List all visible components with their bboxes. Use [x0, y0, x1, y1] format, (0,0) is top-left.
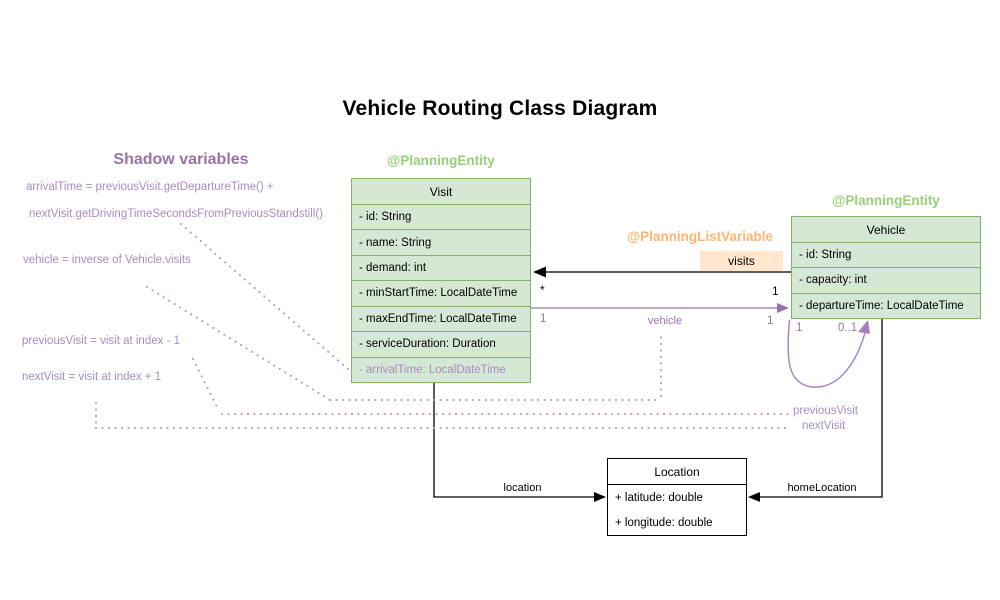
- visit-field-id: - id: String: [352, 204, 530, 229]
- visit-field-demand: - demand: int: [352, 254, 530, 280]
- location-association-line: [433, 383, 595, 498]
- location-field-longitude: + longitude: double: [615, 516, 713, 529]
- vehicle-mult-vehicle-end: 1: [767, 315, 774, 327]
- vehicle-association: [531, 303, 789, 313]
- planning-list-variable-annotation: @PlanningListVariable: [627, 229, 773, 244]
- next-visit-edge-label: nextVisit: [802, 420, 846, 432]
- visit-field-min-start-time: - minStartTime: LocalDateTime: [352, 280, 530, 305]
- home-location-edge-label: homeLocation: [787, 482, 857, 494]
- visits-arrowhead: [533, 266, 546, 278]
- vehicle-field-departure-time: - departureTime: LocalDateTime: [792, 292, 980, 318]
- vehicle-class: Vehicle - id: String - capacity: int - d…: [791, 216, 981, 319]
- location-field-latitude: + latitude: double: [615, 491, 703, 504]
- arrival-time-connector-diagonal: [179, 222, 351, 372]
- location-edge-label: location: [503, 482, 542, 494]
- visit-field-service-duration: - serviceDuration: Duration: [352, 331, 530, 356]
- vehicle-arrowhead: [777, 303, 789, 313]
- home-location-arrowhead: [748, 492, 760, 502]
- vehicle-planning-entity-annotation: @PlanningEntity: [832, 193, 940, 208]
- vehicle-mult-visit-end: 1: [540, 313, 547, 325]
- diagram-title: Vehicle Routing Class Diagram: [342, 97, 658, 120]
- chain-loop-mult-right: 0..1: [838, 322, 858, 334]
- visit-field-arrival-time-shadow: - arrivalTime: LocalDateTime: [352, 356, 530, 382]
- visit-field-name: - name: String: [352, 229, 530, 254]
- chain-self-loop-arrowhead: [858, 320, 870, 334]
- visit-planning-entity-annotation: @PlanningEntity: [387, 153, 495, 168]
- vehicle-field-id: - id: String: [792, 242, 980, 267]
- vehicle-formula: vehicle = inverse of Vehicle.visits: [23, 254, 191, 266]
- location-class: Location + latitude: double + longitude:…: [607, 458, 747, 536]
- previous-visit-formula: previousVisit = visit at index - 1: [22, 335, 180, 347]
- vehicle-field-capacity: - capacity: int: [792, 267, 980, 292]
- arrival-time-formula-line1: arrivalTime = previousVisit.getDeparture…: [26, 181, 274, 193]
- visits-label-badge: visits: [700, 251, 783, 271]
- previous-visit-edge-label: previousVisit: [793, 405, 858, 417]
- vehicle-edge-label: vehicle: [647, 315, 683, 327]
- visits-mult-vehicle-end: 1: [772, 284, 779, 298]
- shadow-variables-heading: Shadow variables: [113, 151, 249, 168]
- visits-mult-visit-end: *: [540, 283, 545, 297]
- visit-class: Visit - id: String - name: String - dema…: [351, 178, 531, 383]
- location-arrowhead: [594, 492, 606, 502]
- location-class-name: Location: [608, 459, 746, 485]
- arrival-time-formula-line2: nextVisit.getDrivingTimeSecondsFromPrevi…: [29, 208, 323, 220]
- next-visit-formula: nextVisit = visit at index + 1: [22, 371, 162, 383]
- visit-class-name: Visit: [429, 184, 453, 199]
- vehicle-class-name: Vehicle: [866, 222, 906, 237]
- visit-field-max-end-time: - maxEndTime: LocalDateTime: [352, 305, 530, 331]
- previous-visit-connector-diagonal: [191, 357, 221, 413]
- chain-loop-mult-left: 1: [796, 322, 803, 334]
